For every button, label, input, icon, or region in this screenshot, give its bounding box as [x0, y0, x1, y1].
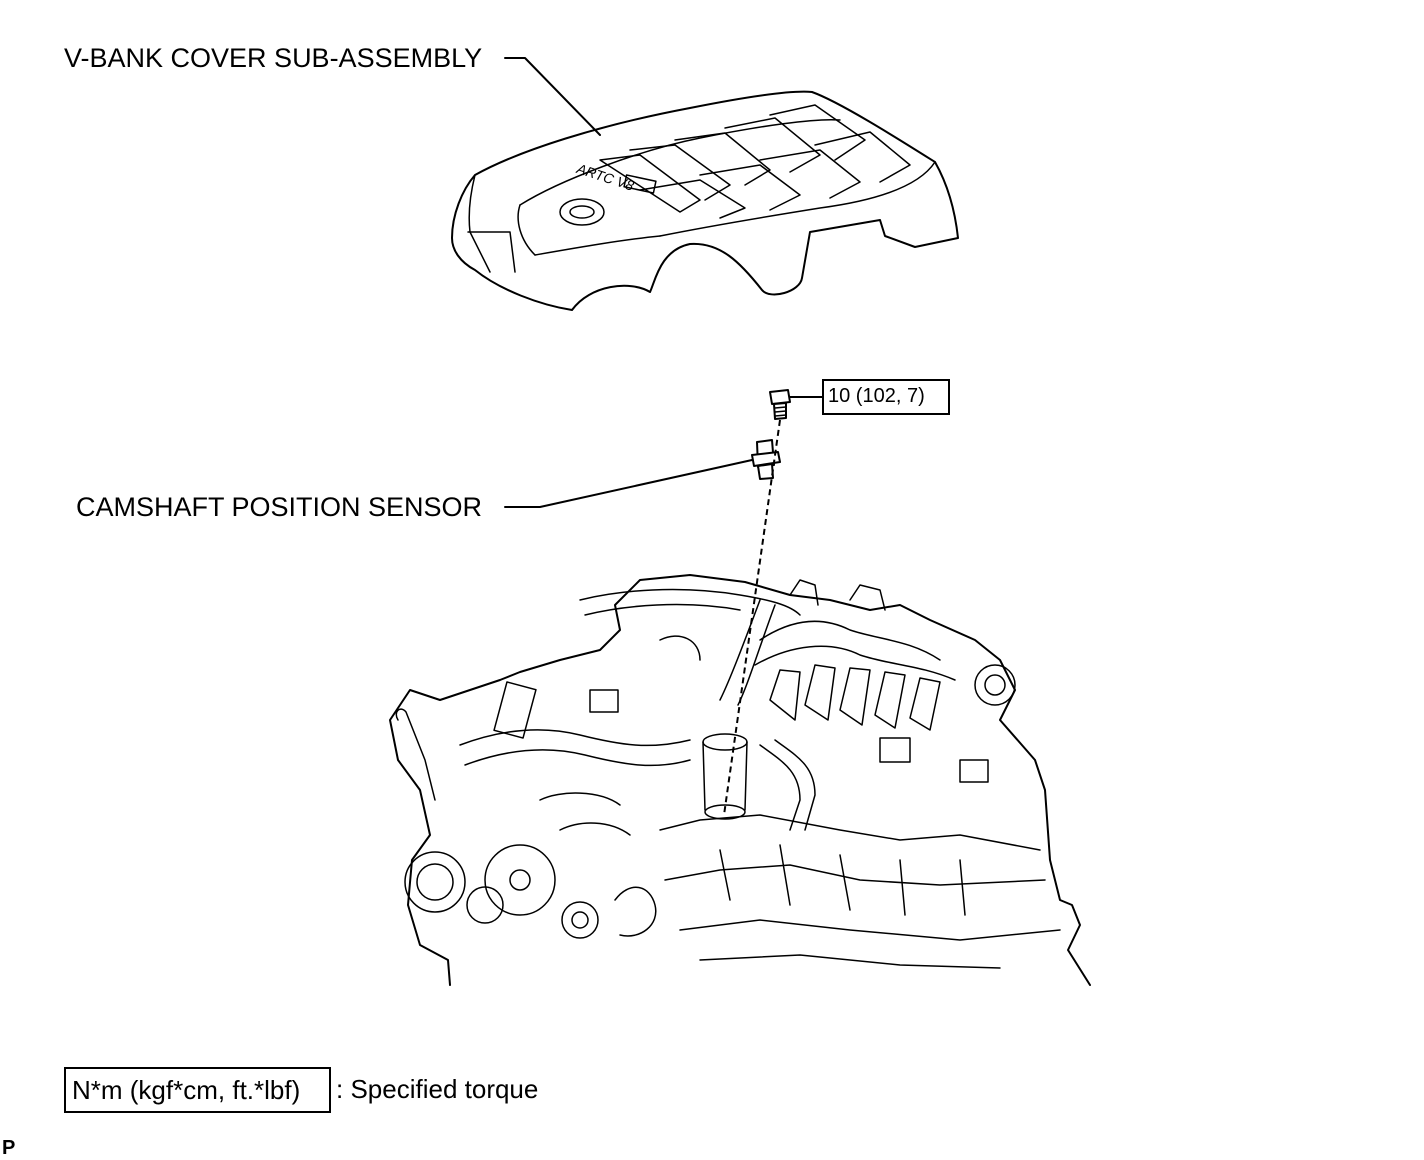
- v-bank-cover-label: V-BANK COVER SUB-ASSEMBLY: [64, 43, 483, 73]
- torque-value-text: 10 (102, 7): [828, 385, 925, 407]
- installation-guide-line: [723, 419, 781, 816]
- engine-illustration: [389, 574, 1091, 986]
- footer-code: P: [2, 1137, 16, 1159]
- camshaft-sensor-illustration: [504, 439, 781, 508]
- v-bank-cover-illustration: [451, 57, 959, 311]
- torque-legend-box: N*m (kgf*cm, ft.*lbf): [64, 1067, 331, 1113]
- camshaft-sensor-label: CAMSHAFT POSITION SENSOR: [76, 492, 483, 522]
- bolt-illustration: [769, 389, 823, 420]
- torque-value-box: 10 (102, 7): [822, 379, 950, 415]
- torque-units-text: N*m (kgf*cm, ft.*lbf): [72, 1075, 301, 1105]
- torque-legend-meaning: : Specified torque: [336, 1074, 539, 1104]
